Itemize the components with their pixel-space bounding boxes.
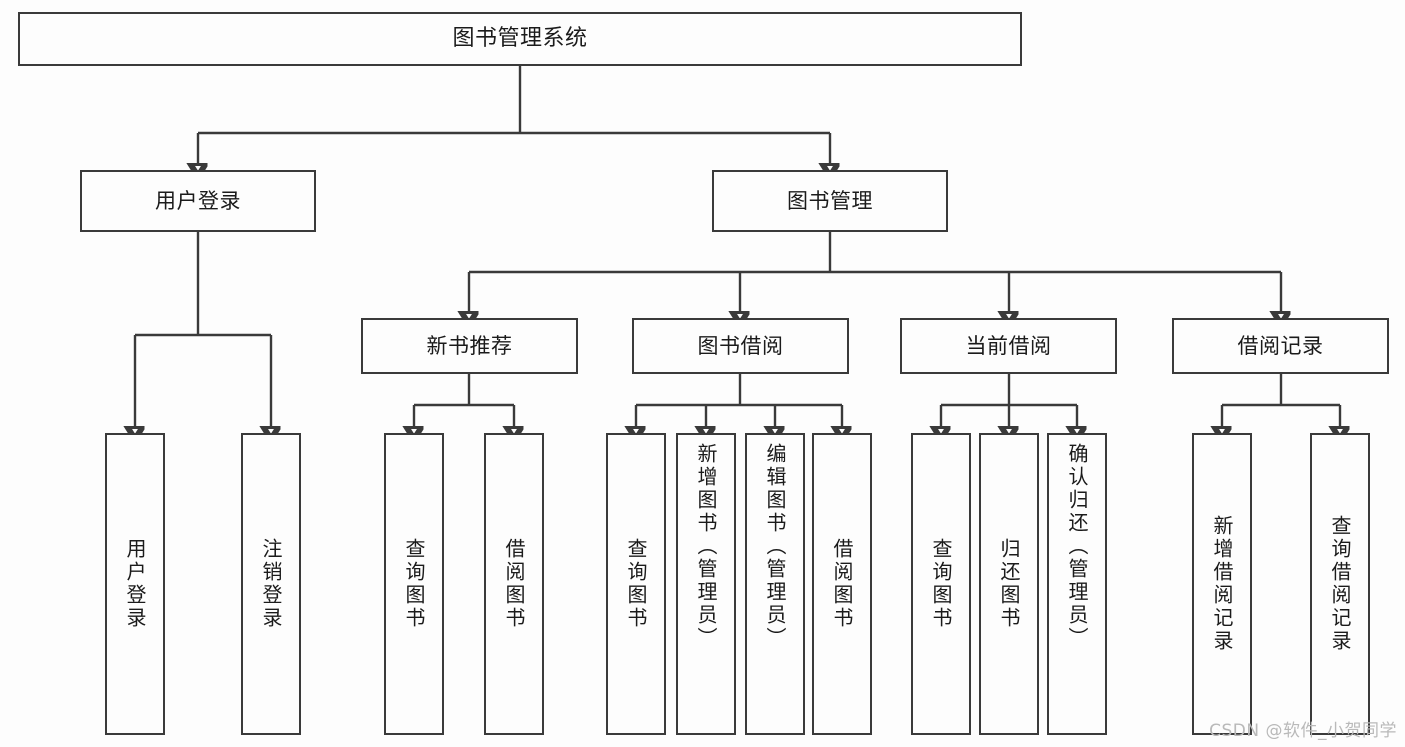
- node-leaf-10-label: 归还图书: [997, 538, 1021, 630]
- node-leaf-1-label: 用户登录: [123, 538, 147, 630]
- node-leaf-8[interactable]: 借阅图书: [812, 433, 872, 735]
- node-book-borrow[interactable]: 图书借阅: [632, 318, 849, 374]
- node-leaf-11[interactable]: 确认归还（管理员）: [1047, 433, 1107, 735]
- node-leaf-12[interactable]: 新增借阅记录: [1192, 433, 1252, 735]
- node-book-manage-label: 图书管理: [787, 188, 873, 213]
- node-leaf-4[interactable]: 借阅图书: [484, 433, 544, 735]
- node-leaf-12-label: 新增借阅记录: [1210, 515, 1234, 653]
- node-leaf-1[interactable]: 用户登录: [105, 433, 165, 735]
- node-current-borrow[interactable]: 当前借阅: [900, 318, 1117, 374]
- node-leaf-9[interactable]: 查询图书: [911, 433, 971, 735]
- node-leaf-13[interactable]: 查询借阅记录: [1310, 433, 1370, 735]
- node-leaf-11-label: 确认归还（管理员）: [1065, 443, 1089, 650]
- node-leaf-3[interactable]: 查询图书: [384, 433, 444, 735]
- node-leaf-7[interactable]: 编辑图书（管理员）: [745, 433, 805, 735]
- node-leaf-6-label: 新增图书（管理员）: [694, 443, 718, 650]
- node-leaf-5[interactable]: 查询图书: [606, 433, 666, 735]
- node-new-book-rec-label: 新书推荐: [426, 333, 513, 358]
- node-borrow-record-label: 借阅记录: [1237, 333, 1324, 358]
- node-leaf-9-label: 查询图书: [929, 538, 953, 630]
- node-leaf-10[interactable]: 归还图书: [979, 433, 1039, 735]
- node-leaf-2[interactable]: 注销登录: [241, 433, 301, 735]
- node-current-borrow-label: 当前借阅: [965, 333, 1052, 358]
- node-user-login[interactable]: 用户登录: [80, 170, 316, 232]
- node-leaf-5-label: 查询图书: [624, 538, 648, 630]
- node-root-label: 图书管理系统: [452, 26, 588, 52]
- node-user-login-label: 用户登录: [155, 188, 241, 213]
- node-leaf-6[interactable]: 新增图书（管理员）: [676, 433, 736, 735]
- node-root[interactable]: 图书管理系统: [18, 12, 1022, 66]
- node-book-borrow-label: 图书借阅: [697, 333, 784, 358]
- node-leaf-8-label: 借阅图书: [830, 538, 854, 630]
- node-leaf-4-label: 借阅图书: [502, 538, 526, 630]
- watermark: CSDN @软件_小贺同学: [1209, 721, 1397, 741]
- node-leaf-7-label: 编辑图书（管理员）: [763, 443, 787, 650]
- node-borrow-record[interactable]: 借阅记录: [1172, 318, 1389, 374]
- node-leaf-3-label: 查询图书: [402, 538, 426, 630]
- node-leaf-13-label: 查询借阅记录: [1328, 515, 1352, 653]
- node-new-book-rec[interactable]: 新书推荐: [361, 318, 578, 374]
- node-book-manage[interactable]: 图书管理: [712, 170, 948, 232]
- node-leaf-2-label: 注销登录: [259, 538, 283, 630]
